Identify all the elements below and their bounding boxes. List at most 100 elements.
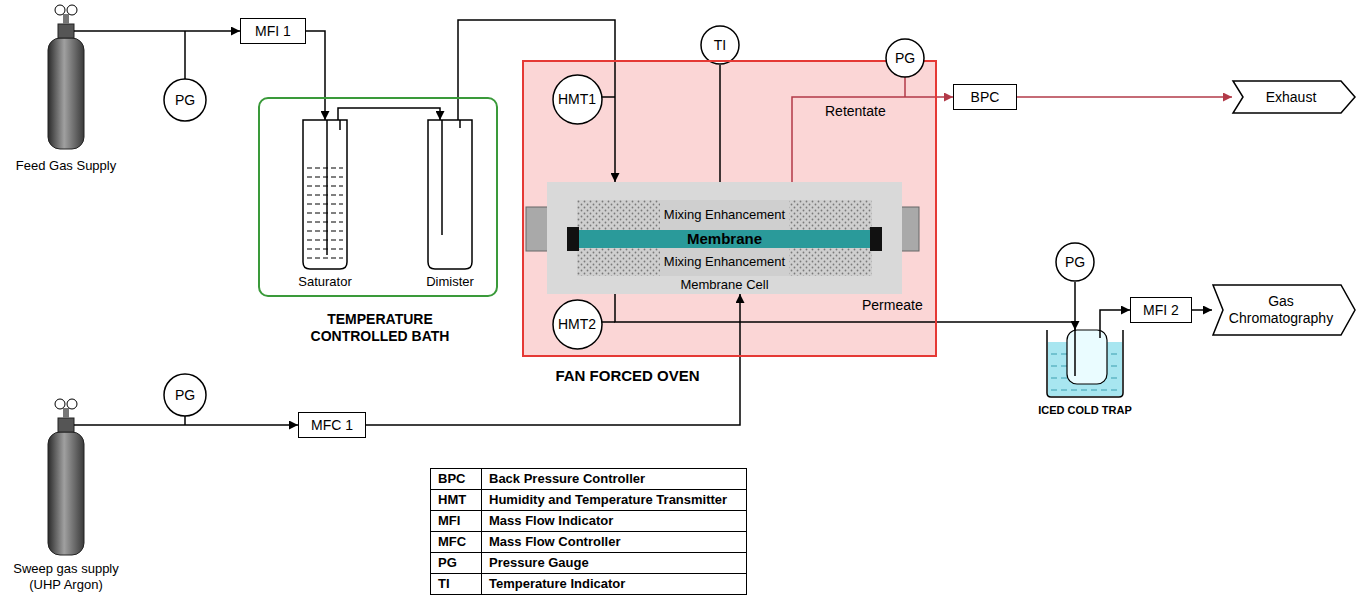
outlet-tube (459, 120, 461, 128)
gas-cylinder-outline (44, 398, 88, 556)
valve-wheel (55, 399, 65, 409)
pipe-connector (1074, 282, 1076, 330)
node-label: BPC (971, 89, 1000, 106)
node-caption: TEMPERATURE CONTROLLED BATH (285, 311, 475, 345)
node-caption: ICED COLD TRAP (1038, 403, 1132, 417)
node-caption: Sweep gas supply (UHP Argon) (8, 561, 124, 593)
pipe-connector (306, 31, 325, 120)
valve-nozzle (74, 424, 88, 426)
membrane-cell: Mixing EnhancementMembraneMixing Enhance… (547, 182, 902, 294)
table-cell: Mass Flow Indicator (482, 511, 747, 532)
node-caption: Dimister (426, 274, 474, 290)
liquid-level (307, 222, 343, 223)
valve-body (58, 24, 74, 38)
table-cell: Pressure Gauge (482, 553, 747, 574)
liquid-level (307, 177, 343, 178)
gauge-circle (886, 39, 924, 77)
gauge-circle (701, 26, 739, 64)
pressure-gauge: PG (885, 38, 925, 78)
humidity-transmitter: HMT1 (552, 74, 603, 125)
inlet-tube (1074, 330, 1076, 376)
node-label: Exhaust (1266, 89, 1317, 106)
back-pressure-controller: BPC (953, 84, 1017, 110)
saturator-vessel-outline (302, 120, 348, 270)
dip-tube (326, 120, 328, 255)
dip-tube (441, 120, 443, 235)
gauge-circle (1056, 243, 1094, 281)
offpage-connector: Gas Chromatography (1212, 284, 1356, 336)
abbreviation-table: BPCBack Pressure ControllerHMTHumidity a… (430, 468, 747, 595)
liquid-level (307, 240, 343, 241)
gas-cylinder: Feed Gas Supply (44, 4, 88, 150)
node-label: PG (895, 50, 915, 67)
stream-label: Permeate (862, 297, 923, 313)
vessel-wall (428, 120, 472, 269)
table-cell: PG (431, 553, 482, 574)
node-label: TI (714, 37, 726, 54)
mixing-zone (577, 200, 872, 230)
pressure-gauge: PG (163, 78, 207, 122)
valve-wheel (55, 5, 65, 15)
pipe-connector (1192, 309, 1212, 311)
liquid-level (307, 204, 343, 205)
cold-trap-outline (1045, 330, 1125, 398)
connector-shape (1233, 81, 1355, 113)
pipe-connector (88, 424, 298, 426)
table-row: PGPressure Gauge (431, 553, 747, 574)
cell-text: Membrane (683, 230, 766, 248)
end-cap (567, 227, 579, 251)
temperature-indicator: TI (700, 25, 740, 65)
table-row: MFCMass Flow Controller (431, 532, 747, 553)
flow-indicator-box: MFI 1 (240, 18, 306, 44)
pipe-connector (615, 294, 1075, 330)
pipe-connector (719, 65, 721, 182)
table-row: HMTHumidity and Temperature Transmitter (431, 490, 747, 511)
node-caption: FAN FORCED OVEN (555, 367, 699, 385)
stream-label: Retentate (825, 103, 886, 119)
pipe-connector (1100, 310, 1130, 330)
liquid-level (307, 168, 343, 169)
node-label: HMT1 (558, 91, 596, 108)
gauge-circle (164, 374, 206, 416)
liquid-level (307, 195, 343, 196)
outlet-tube (339, 120, 341, 130)
saturator-vessel: Saturator (302, 120, 348, 270)
outlet-tube (1099, 330, 1101, 338)
cylinder-body (48, 38, 84, 149)
node-label: PG (175, 387, 195, 404)
valve-stem (63, 14, 69, 24)
liquid-level (307, 231, 343, 232)
table-cell: Temperature Indicator (482, 574, 747, 595)
node-caption: Feed Gas Supply (16, 158, 116, 174)
cylinder-body (48, 432, 84, 555)
node-caption: Saturator (298, 274, 351, 290)
cell-text: Mixing Enhancement (660, 248, 789, 276)
trap-tube (1067, 330, 1107, 384)
dimister-vessel: Dimister (427, 120, 473, 270)
cold-trap: ICED COLD TRAP (1045, 330, 1125, 398)
water-line (1051, 390, 1119, 391)
table-row: BPCBack Pressure Controller (431, 469, 747, 490)
vessel-wall (303, 120, 347, 269)
node-label: HMT2 (558, 316, 596, 333)
pipe-connector (1017, 96, 1232, 98)
pressure-gauge: PG (1055, 242, 1095, 282)
node-label: MFI 1 (255, 23, 291, 40)
table-cell: MFI (431, 511, 482, 532)
cell-text: Membrane Cell (676, 276, 772, 294)
node-label: Gas Chromatography (1226, 293, 1336, 327)
gauge-circle (553, 75, 602, 124)
liquid-level (307, 258, 343, 259)
mixing-zone (577, 248, 872, 276)
liquid-level (307, 249, 343, 250)
gas-cylinder-outline (44, 4, 88, 150)
offpage-connector: Exhaust (1232, 80, 1356, 114)
cell-text: Mixing Enhancement (660, 200, 789, 230)
liquid-level (307, 213, 343, 214)
pipe-connector (792, 97, 953, 182)
node-label: PG (1065, 254, 1085, 271)
pipe-connector (88, 30, 240, 32)
gauge-circle (553, 300, 602, 349)
table-row: TITemperature Indicator (431, 574, 747, 595)
temperature-bath: TEMPERATURE CONTROLLED BATHSaturatorDimi… (258, 97, 498, 297)
